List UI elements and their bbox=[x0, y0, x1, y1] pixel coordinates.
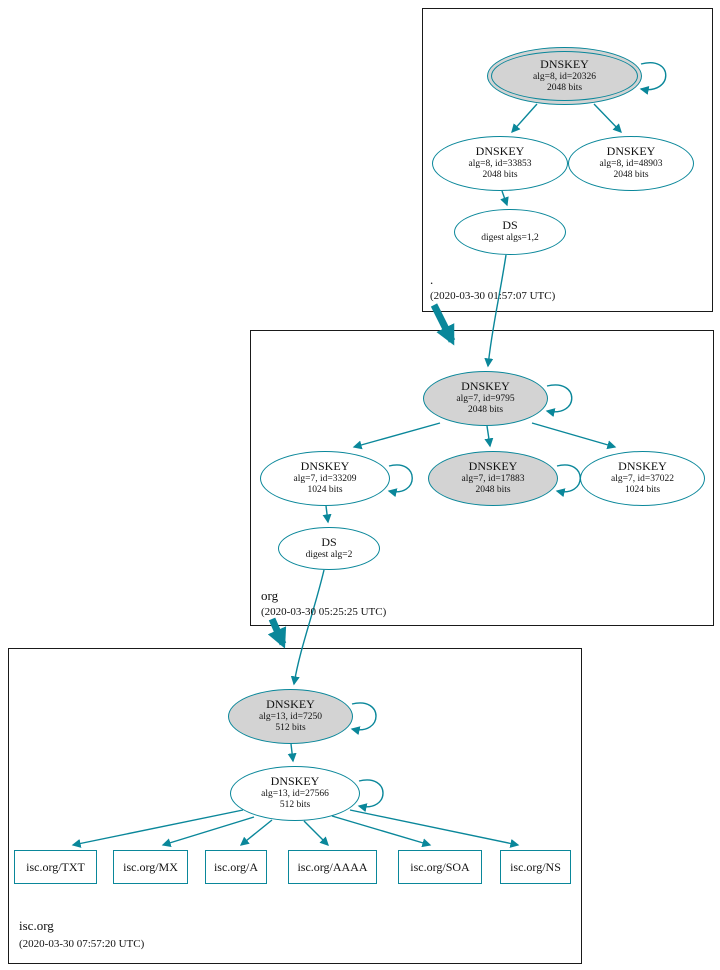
node-meta: alg=8, id=48903 bbox=[599, 159, 663, 169]
node-title: DNSKEY bbox=[266, 697, 315, 712]
node-meta: alg=7, id=37022 bbox=[611, 474, 674, 484]
node-bits: 1024 bits bbox=[307, 485, 343, 496]
node-title: DNSKEY bbox=[618, 459, 667, 474]
node-title: DNSKEY bbox=[540, 56, 589, 71]
rrset-label: isc.org/MX bbox=[123, 859, 178, 874]
node-meta: digest alg=2 bbox=[305, 549, 353, 560]
dnskey-node-org-key-right[interactable]: DNSKEY alg=7, id=37022 1024 bits bbox=[580, 451, 705, 506]
rrset-label: isc.org/SOA bbox=[410, 859, 470, 874]
rrset-label: isc.org/A bbox=[213, 859, 259, 874]
rrset-node-isc-mx[interactable]: isc.org/MX bbox=[113, 850, 188, 884]
node-bits: 512 bits bbox=[279, 800, 311, 811]
dnskey-node-org-zsk-left[interactable]: DNSKEY alg=7, id=33209 1024 bits bbox=[260, 451, 390, 506]
node-bits: 512 bits bbox=[275, 723, 306, 734]
dnskey-node-root-zsk2[interactable]: DNSKEY alg=8, id=48903 2048 bits bbox=[568, 136, 694, 191]
rrset-node-isc-a[interactable]: isc.org/A bbox=[205, 850, 267, 884]
node-title: DNSKEY bbox=[461, 379, 510, 394]
node-title: DNSKEY bbox=[606, 144, 656, 159]
zone-label-org: org bbox=[261, 588, 279, 603]
zone-timestamp-root: (2020-03-30 01:57:07 UTC) bbox=[430, 290, 556, 302]
rrset-node-isc-ns[interactable]: isc.org/NS bbox=[500, 850, 571, 884]
node-bits: 2048 bits bbox=[482, 170, 518, 181]
dnskey-node-org-ksk[interactable]: DNSKEY alg=7, id=9795 2048 bits bbox=[423, 371, 548, 426]
dnskey-node-isc-zsk[interactable]: DNSKEY alg=13, id=27566 512 bits bbox=[230, 766, 360, 821]
node-title: DNSKEY bbox=[300, 459, 350, 474]
node-title: DNSKEY bbox=[475, 144, 525, 159]
zone-label-root: . bbox=[430, 272, 434, 287]
zone-timestamp-isc-org: (2020-03-30 07:57:20 UTC) bbox=[19, 938, 145, 950]
node-meta: alg=7, id=33209 bbox=[293, 474, 357, 484]
zone-timestamp-org: (2020-03-30 05:25:25 UTC) bbox=[261, 606, 387, 618]
node-title: DS bbox=[321, 534, 337, 549]
rrset-node-isc-txt[interactable]: isc.org/TXT bbox=[14, 850, 97, 884]
node-meta: alg=13, id=27566 bbox=[261, 789, 329, 799]
node-bits: 2048 bits bbox=[546, 82, 583, 93]
node-meta: alg=7, id=9795 bbox=[456, 394, 515, 404]
node-meta: alg=8, id=33853 bbox=[468, 159, 532, 169]
node-title: DS bbox=[502, 218, 518, 233]
node-bits: 1024 bits bbox=[624, 485, 661, 496]
dnskey-node-root-ksk[interactable]: DNSKEY alg=8, id=20326 2048 bits bbox=[487, 47, 642, 105]
ds-node-org[interactable]: DS digest alg=2 bbox=[278, 527, 380, 570]
rrset-label: isc.org/AAAA bbox=[297, 859, 368, 874]
node-title: DNSKEY bbox=[270, 774, 320, 789]
rrset-label: isc.org/TXT bbox=[26, 859, 85, 874]
node-title: DNSKEY bbox=[468, 459, 518, 474]
rrset-label: isc.org/NS bbox=[510, 859, 561, 874]
dnskey-node-isc-ksk[interactable]: DNSKEY alg=13, id=7250 512 bits bbox=[228, 689, 353, 744]
node-meta: digest algs=1,2 bbox=[481, 233, 539, 244]
rrset-node-isc-soa[interactable]: isc.org/SOA bbox=[398, 850, 482, 884]
ds-node-root[interactable]: DS digest algs=1,2 bbox=[454, 209, 566, 255]
node-bits: 2048 bits bbox=[467, 405, 504, 416]
dnskey-node-root-zsk1[interactable]: DNSKEY alg=8, id=33853 2048 bits bbox=[432, 136, 568, 191]
node-meta: alg=13, id=7250 bbox=[259, 712, 322, 722]
node-meta: alg=7, id=17883 bbox=[461, 474, 525, 484]
rrset-node-isc-aaaa[interactable]: isc.org/AAAA bbox=[288, 850, 377, 884]
node-bits: 2048 bits bbox=[475, 485, 511, 496]
node-bits: 2048 bits bbox=[613, 170, 649, 181]
zone-label-isc-org: isc.org bbox=[19, 918, 54, 933]
node-meta: alg=8, id=20326 bbox=[533, 71, 596, 82]
dnskey-node-org-key-mid[interactable]: DNSKEY alg=7, id=17883 2048 bits bbox=[428, 451, 558, 506]
